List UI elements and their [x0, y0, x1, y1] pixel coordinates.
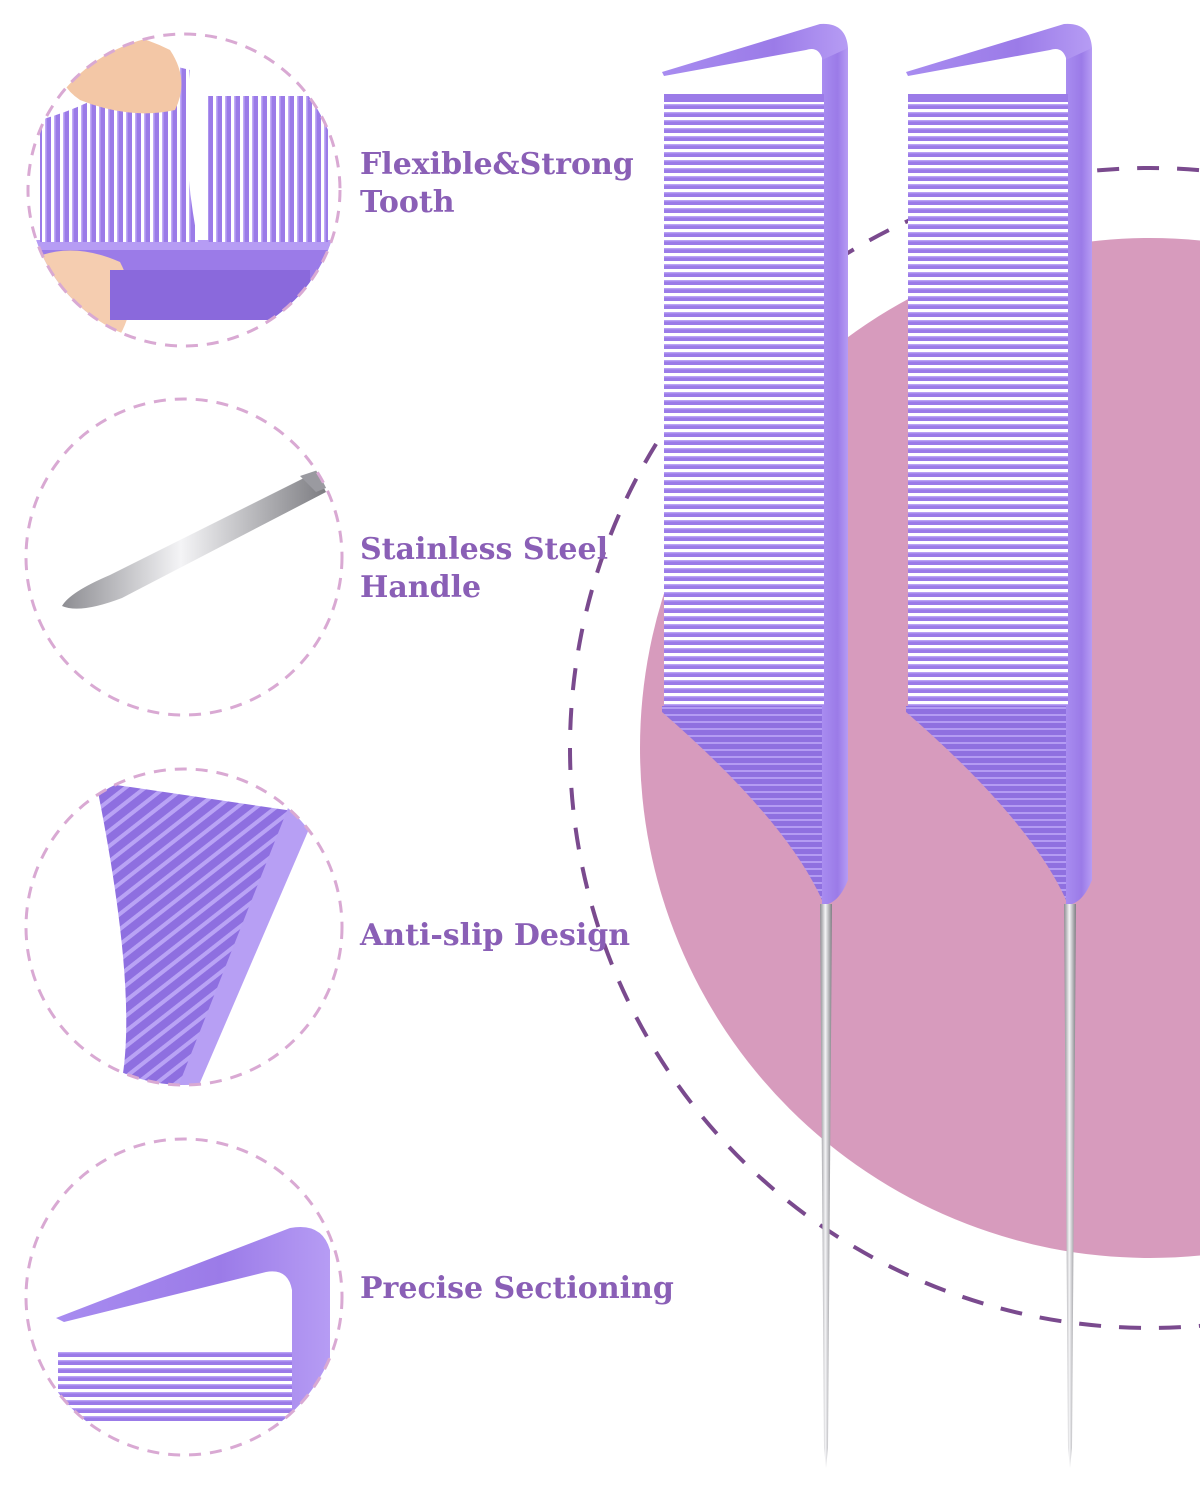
- feature-label-flexible-tooth: Flexible&Strong Tooth: [360, 146, 660, 222]
- feature-label-line1: Anti-slip Design: [360, 918, 631, 953]
- steel-pin-tip-icon: [24, 397, 344, 717]
- feature-label-precise-sectioning: Precise Sectioning: [360, 1270, 674, 1308]
- feature-label-steel-handle: Stainless Steel Handle: [360, 531, 660, 607]
- comb-tip-icon: [24, 1137, 344, 1457]
- feature-label-line2: Tooth: [360, 185, 455, 220]
- background-dashed-arc: [568, 166, 1200, 1330]
- rat-tail-comb-left: [662, 23, 848, 1468]
- feature-label-line1: Stainless Steel: [360, 532, 608, 567]
- feature-label-line2: Handle: [360, 570, 482, 605]
- feature-label-line1: Flexible&Strong: [360, 147, 634, 182]
- feature-label-anti-slip: Anti-slip Design: [360, 917, 660, 955]
- feature-label-line1: Precise Sectioning: [360, 1271, 674, 1306]
- flexible-teeth-icon: [26, 32, 342, 348]
- anti-slip-grip-icon: [24, 767, 344, 1087]
- rat-tail-comb-right: [906, 23, 1092, 1468]
